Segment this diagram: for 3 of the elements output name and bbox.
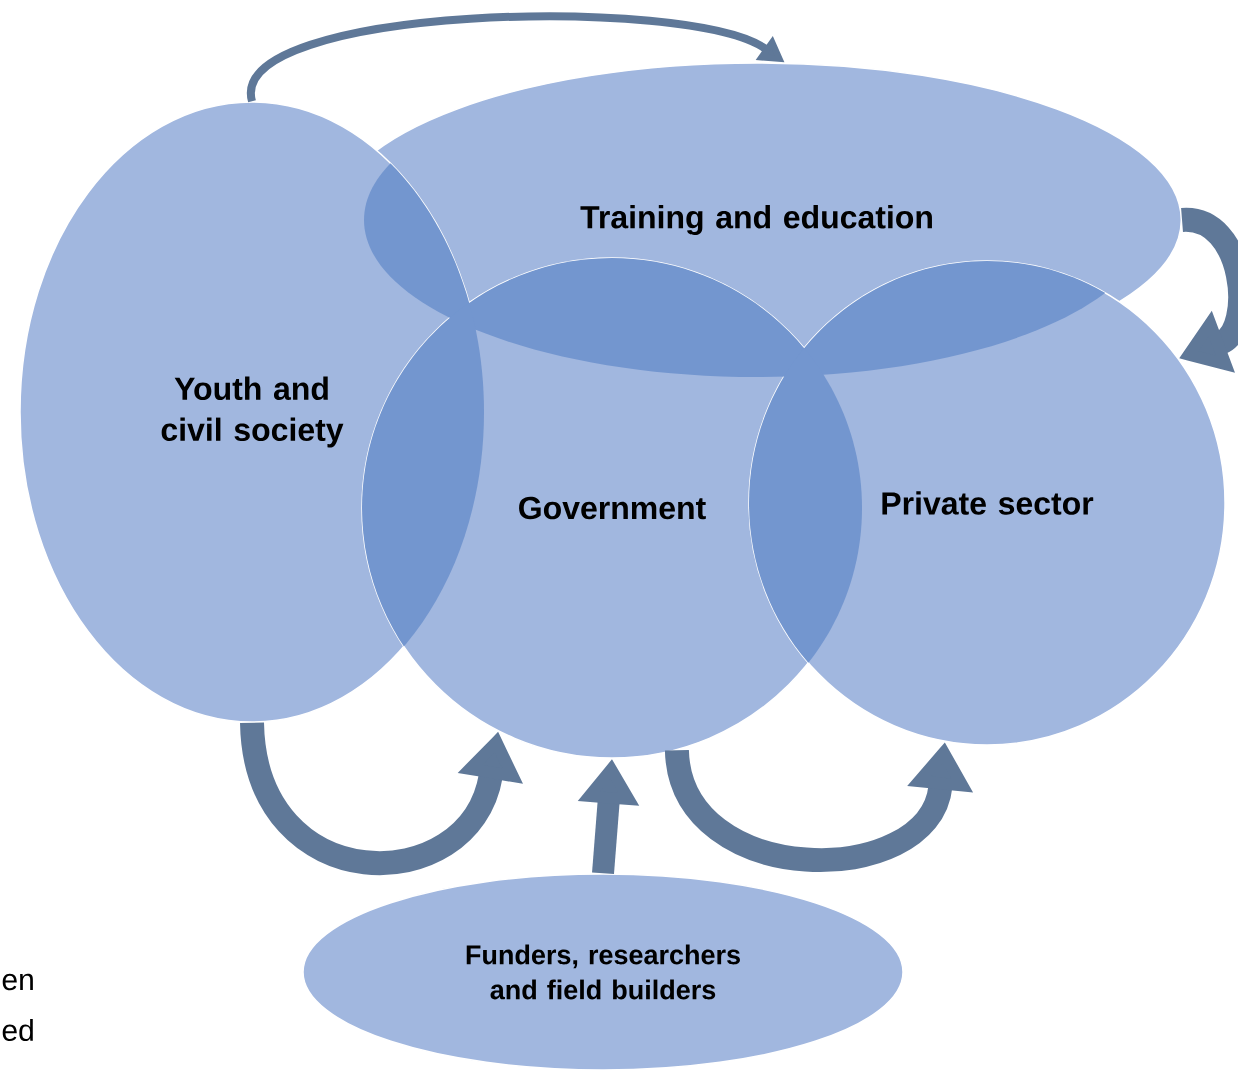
node-label: Private sector: [882, 491, 1094, 515]
cut-off-text: en: [2, 973, 33, 991]
cut-off-text: ed: [2, 1019, 33, 1042]
